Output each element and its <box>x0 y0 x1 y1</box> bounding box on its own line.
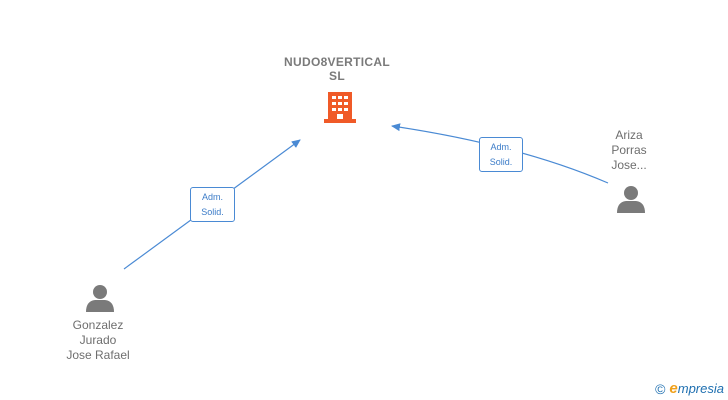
person-icon[interactable] <box>86 285 114 312</box>
brand-logo: © e mpresia <box>655 380 724 397</box>
company-name[interactable]: NUDO8VERTICAL SL <box>262 55 412 83</box>
company-name-line: NUDO8VERTICAL <box>284 55 390 69</box>
person-name-line: Ariza <box>615 128 643 142</box>
relation-label-line: Adm. <box>490 142 512 152</box>
person-name[interactable]: Ariza Porras Jose... <box>580 128 678 173</box>
company-name-line: SL <box>329 69 345 83</box>
building-icon[interactable] <box>324 92 356 123</box>
person-name[interactable]: Gonzalez Jurado Jose Rafael <box>38 318 158 363</box>
person-icon[interactable] <box>617 186 645 213</box>
relation-label: Adm. Solid. <box>479 137 523 172</box>
brand-wordmark: mpresia <box>677 381 724 396</box>
brand-initial: e <box>669 380 678 397</box>
copyright-icon: © <box>655 380 666 397</box>
person-name-line: Gonzalez <box>72 318 124 332</box>
relation-label-line: Solid. <box>489 157 513 167</box>
person-name-line: Jose Rafael <box>66 348 130 362</box>
person-name-line: Jurado <box>79 333 117 347</box>
person-name-line: Jose... <box>611 158 647 172</box>
relation-label: Adm. Solid. <box>190 187 235 222</box>
relation-label-line: Solid. <box>201 207 224 217</box>
relation-label-line: Adm. <box>201 192 223 202</box>
person-name-line: Porras <box>611 143 647 157</box>
